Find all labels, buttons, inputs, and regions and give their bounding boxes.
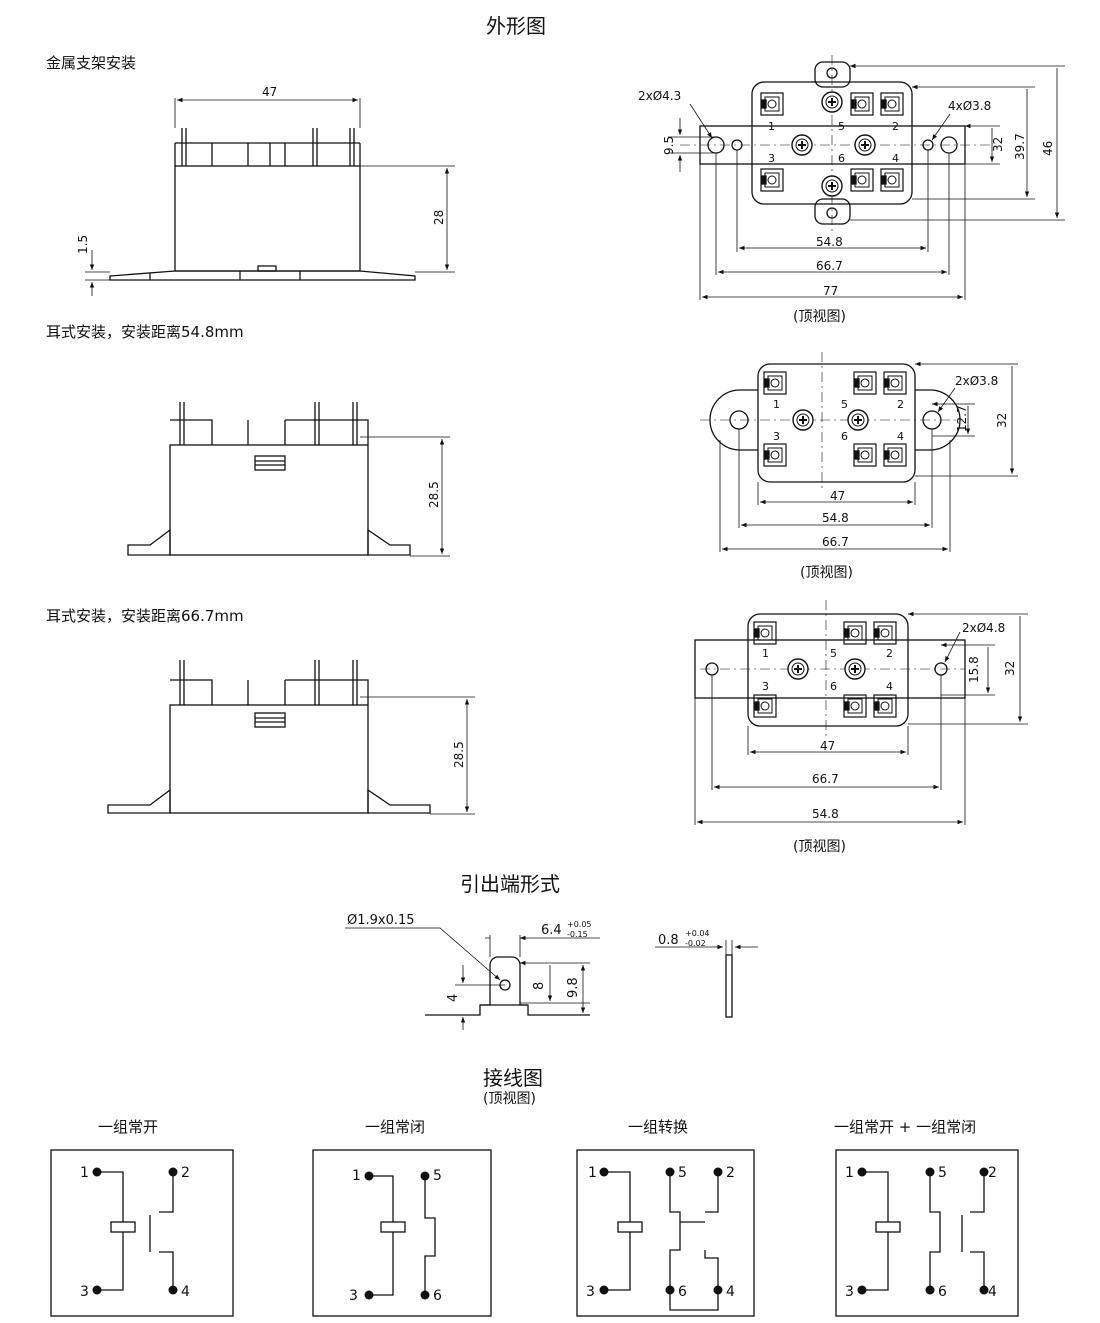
dim-hole-top3: 2xØ4.8 bbox=[962, 621, 1005, 635]
dim-terminal-thick-tol-up: +0.04 bbox=[685, 929, 710, 938]
wiring-nc-label: 一组常闭 bbox=[365, 1118, 426, 1136]
pin-6-top3: 6 bbox=[830, 680, 837, 693]
wiring-co-label: 一组转换 bbox=[628, 1118, 689, 1136]
dim-54-8-top3: 54.8 bbox=[812, 807, 839, 821]
dim-77-top1: 77 bbox=[823, 284, 838, 298]
wiring-nonc-pin-5: 5 bbox=[938, 1165, 947, 1181]
dim-1-5-side1: 1.5 bbox=[76, 235, 90, 254]
pin-5-top2: 5 bbox=[841, 398, 848, 411]
top-view-caption-2: (顶视图) bbox=[800, 565, 853, 581]
pin-3-top2: 3 bbox=[773, 430, 780, 443]
side-view-bracket bbox=[109, 128, 416, 281]
wiring-box-co bbox=[576, 1149, 755, 1317]
dim-47-top2: 47 bbox=[830, 489, 845, 503]
outline-title: 外形图 bbox=[486, 14, 546, 38]
wiring-nonc-pin-2: 2 bbox=[988, 1165, 997, 1181]
dim-terminal-4: 4 bbox=[446, 994, 461, 1002]
wiring-co-pin-1: 1 bbox=[588, 1165, 597, 1181]
wiring-nonc-pin-3: 3 bbox=[845, 1284, 854, 1300]
dim-47-top3: 47 bbox=[820, 739, 835, 753]
wiring-nc-pin-3: 3 bbox=[349, 1288, 358, 1304]
dim-hole-a-top1: 2xØ4.3 bbox=[638, 89, 681, 103]
top-view-3 bbox=[694, 600, 966, 738]
dim-28-5-side3: 28.5 bbox=[452, 741, 466, 768]
pin-3-top1: 3 bbox=[768, 152, 775, 165]
dim-terminal-9-8: 9.8 bbox=[566, 977, 581, 998]
wiring-box-no bbox=[50, 1149, 234, 1317]
dim-54-8-top1: 54.8 bbox=[816, 235, 843, 249]
pin-4-top3: 4 bbox=[886, 680, 893, 693]
side-view-ear548 bbox=[127, 402, 411, 556]
dim-9-5-top1: 9.5 bbox=[662, 136, 676, 155]
pin-1-top2: 1 bbox=[773, 398, 780, 411]
pin-2-top2: 2 bbox=[897, 398, 904, 411]
wiring-co-pin-2: 2 bbox=[726, 1165, 735, 1181]
dim-terminal-thick-tol-dn: -0.02 bbox=[685, 939, 706, 948]
wiring-nc-pin-1: 1 bbox=[352, 1168, 361, 1184]
pin-1-top3: 1 bbox=[762, 647, 769, 660]
pin-3-top3: 3 bbox=[762, 680, 769, 693]
wiring-co-pin-3: 3 bbox=[586, 1284, 595, 1300]
wiring-nonc-label: 一组常开 + 一组常闭 bbox=[834, 1118, 977, 1136]
pin-5-top1: 5 bbox=[838, 120, 845, 133]
pin-4-top2: 4 bbox=[897, 430, 904, 443]
ear667-mount-label: 耳式安装，安装距离66.7mm bbox=[46, 607, 244, 625]
pin-2-top1: 2 bbox=[892, 120, 899, 133]
wiring-no-pin-1: 1 bbox=[80, 1165, 89, 1181]
dim-terminal-hole: Ø1.9x0.15 bbox=[347, 913, 415, 928]
wiring-box-nonc bbox=[835, 1149, 1019, 1317]
wiring-nonc-pin-1: 1 bbox=[845, 1165, 854, 1181]
bracket-mount-label: 金属支架安装 bbox=[46, 54, 137, 72]
terminal-title: 引出端形式 bbox=[460, 872, 560, 896]
dim-47-side1: 47 bbox=[262, 85, 277, 99]
top-view-caption-3: (顶视图) bbox=[793, 839, 846, 855]
wiring-subtitle: (顶视图) bbox=[483, 1091, 536, 1107]
dim-54-8-top2: 54.8 bbox=[822, 511, 849, 525]
dim-39-7-top1: 39.7 bbox=[1013, 133, 1027, 160]
dim-terminal-8: 8 bbox=[532, 982, 547, 990]
dim-32-top2: 32 bbox=[995, 413, 1009, 428]
wiring-no-pin-3: 3 bbox=[80, 1284, 89, 1300]
dim-66-7-top3: 66.7 bbox=[812, 772, 839, 786]
dim-terminal-width-tol-up: +0.05 bbox=[567, 920, 592, 929]
dim-28-side1: 28 bbox=[432, 210, 446, 225]
dim-12-7-top2: 12.7 bbox=[955, 405, 969, 432]
wiring-nc-pin-5: 5 bbox=[433, 1168, 442, 1184]
dim-32-top1: 32 bbox=[991, 137, 1005, 152]
dim-46-top1: 46 bbox=[1041, 141, 1055, 156]
side-view-ear667 bbox=[107, 660, 431, 814]
wiring-nonc-pin-6: 6 bbox=[938, 1284, 947, 1300]
wiring-co-pin-4: 4 bbox=[726, 1284, 735, 1300]
dim-32-top3: 32 bbox=[1003, 661, 1017, 676]
ear548-mount-label: 耳式安装，安装距离54.8mm bbox=[46, 323, 244, 341]
wiring-no-pin-2: 2 bbox=[181, 1165, 190, 1181]
dim-terminal-width: 6.4 bbox=[541, 923, 562, 938]
pin-1-top1: 1 bbox=[768, 120, 775, 133]
wiring-co-pin-6: 6 bbox=[678, 1284, 687, 1300]
top-view-1 bbox=[680, 55, 990, 235]
pin-4-top1: 4 bbox=[892, 152, 899, 165]
wiring-co-pin-5: 5 bbox=[678, 1165, 687, 1181]
dim-hole-b-top1: 4xØ3.8 bbox=[948, 99, 991, 113]
pin-6-top1: 6 bbox=[838, 152, 845, 165]
dim-hole-top2: 2xØ3.8 bbox=[955, 374, 998, 388]
top-view-caption-1: (顶视图) bbox=[793, 309, 846, 325]
dim-terminal-width-tol-dn: -0.15 bbox=[567, 930, 588, 939]
wiring-no-label: 一组常开 bbox=[98, 1118, 159, 1136]
dim-28-5-side2: 28.5 bbox=[427, 481, 441, 508]
wiring-title: 接线图 bbox=[483, 1066, 543, 1090]
pin-6-top2: 6 bbox=[841, 430, 848, 443]
pin-2-top3: 2 bbox=[886, 647, 893, 660]
wiring-nonc-pin-4: 4 bbox=[988, 1284, 997, 1300]
wiring-nc-pin-6: 6 bbox=[433, 1288, 442, 1304]
pin-5-top3: 5 bbox=[830, 647, 837, 660]
wiring-no-pin-4: 4 bbox=[181, 1284, 190, 1300]
dim-terminal-thick: 0.8 bbox=[658, 933, 679, 948]
dim-15-8-top3: 15.8 bbox=[967, 656, 981, 683]
wiring-box-nc bbox=[312, 1149, 492, 1317]
dim-66-7-top1: 66.7 bbox=[816, 259, 843, 273]
dim-66-7-top2: 66.7 bbox=[822, 535, 849, 549]
